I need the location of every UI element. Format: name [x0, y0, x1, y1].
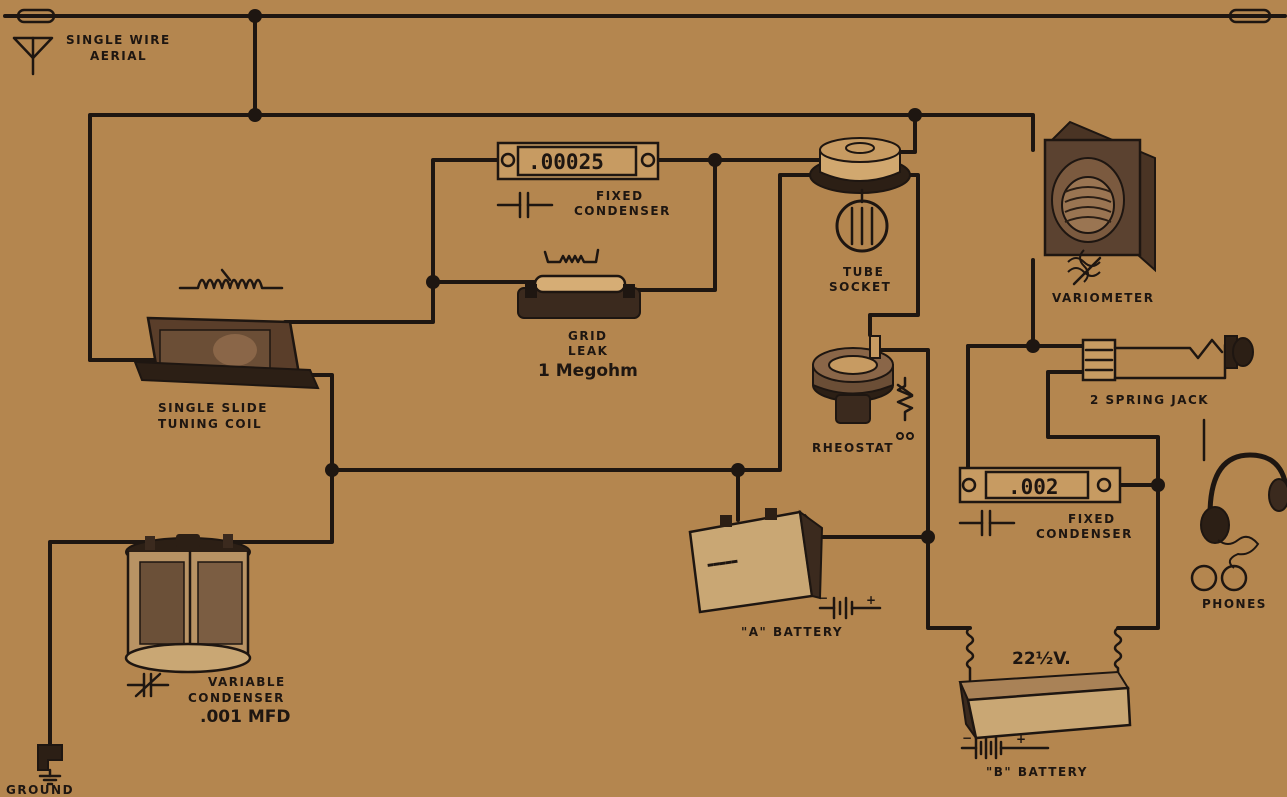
rheostat-label: RHEOSTAT — [812, 441, 894, 455]
phones-label: PHONES — [1202, 597, 1267, 611]
rheostat-symbol-icon — [896, 376, 914, 440]
tuning-coil-label-line2: TUNING COIL — [158, 417, 262, 431]
headphones-icon — [1190, 418, 1287, 592]
grid-leak-label-line2: LEAK — [568, 344, 608, 358]
fixed-condenser-2-value: .002 — [1008, 475, 1059, 499]
variable-condenser-label-line2: CONDENSER — [188, 691, 285, 705]
variable-condenser-wire — [230, 468, 334, 544]
svg-text:+: + — [866, 593, 878, 607]
capacitor-symbol-icon — [958, 509, 1016, 537]
antenna-icon — [12, 36, 54, 76]
grid-leak-label-line1: GRID — [568, 329, 608, 343]
capacitor-symbol-icon — [496, 191, 554, 219]
coiled-lead-icon — [965, 626, 975, 682]
svg-text:+: + — [1016, 732, 1028, 746]
tube-socket-label-line2: SOCKET — [829, 280, 891, 294]
insulator-left-icon — [16, 8, 56, 24]
variable-capacitor-symbol-icon — [126, 672, 170, 698]
tube-socket-label-line1: TUBE — [843, 265, 884, 279]
two-spring-jack: 2 SPRING JACK — [1081, 335, 1254, 407]
aerial-label-line2: AERIAL — [90, 49, 147, 63]
svg-text:−: − — [818, 591, 830, 605]
svg-text:−: − — [962, 731, 974, 745]
grid-leak: GRID LEAK 1 Megohm — [517, 248, 641, 381]
aerial: SINGLE WIRE AERIAL — [12, 8, 1272, 76]
battery-symbol-icon: − + — [818, 591, 882, 620]
single-slide-tuning-coil: SINGLE SLIDE TUNING COIL — [133, 268, 320, 431]
junction-dots — [248, 9, 1165, 544]
a-battery-label: "A" BATTERY — [741, 625, 843, 639]
ground-symbol-icon — [38, 768, 62, 786]
filament-to-rheostat-wire — [868, 173, 920, 337]
variable-condenser: VARIABLE CONDENSER .001 MFD — [124, 534, 291, 727]
fixed-condenser-label-line2: CONDENSER — [574, 204, 671, 218]
b-battery: 22½V. − + "B" BATTERY — [958, 626, 1132, 779]
tuning-coil-label-line1: SINGLE SLIDE — [158, 401, 268, 415]
variometer: VARIOMETER — [1043, 120, 1156, 305]
aerial-label-line1: SINGLE WIRE — [66, 33, 171, 47]
variometer-label: VARIOMETER — [1052, 291, 1154, 305]
junction-dot — [426, 275, 440, 289]
b-battery-label: "B" BATTERY — [986, 765, 1088, 779]
tube-icon — [835, 188, 889, 253]
junction-dot — [1151, 478, 1165, 492]
grid-leak-right-wire — [633, 158, 717, 292]
junction-dot — [921, 530, 935, 544]
spring-jack-label: 2 SPRING JACK — [1090, 393, 1209, 407]
fixed-condenser-2-label-line1: FIXED — [1068, 512, 1116, 526]
tube-socket: TUBE SOCKET — [809, 137, 911, 294]
coil-bottom-wire — [298, 373, 334, 472]
battery-print: ▬▬▬▬▬ — [707, 556, 738, 571]
insulator-right-icon — [1228, 8, 1272, 24]
variable-condenser-label-line1: VARIABLE — [208, 675, 286, 689]
junction-dot — [908, 108, 922, 122]
variometer-symbol-icon — [1067, 249, 1102, 286]
junction-dot — [731, 463, 745, 477]
junction-dot — [248, 9, 262, 23]
junction-dot — [708, 153, 722, 167]
junction-dot — [1026, 339, 1040, 353]
plate-wire — [898, 113, 917, 154]
common-bus-wire — [330, 173, 812, 472]
grid-leak-value: 1 Megohm — [538, 361, 638, 381]
coiled-lead-icon — [1113, 626, 1123, 682]
rheostat-to-battery-wire — [878, 348, 972, 630]
jack-spring-wire — [1046, 370, 1160, 630]
resistor-symbol-icon — [543, 248, 600, 264]
junction-dot — [248, 108, 262, 122]
ground-label: GROUND — [6, 783, 74, 797]
fixed-condenser-2-label-line2: CONDENSER — [1036, 527, 1133, 541]
fixed-condenser-label-line1: FIXED — [596, 189, 644, 203]
ground-wire — [48, 540, 147, 747]
coil-slider-to-grid-wire — [283, 280, 435, 324]
top-bus-wire — [88, 113, 1035, 362]
rheostat: RHEOSTAT — [812, 335, 914, 455]
b-battery-value: 22½V. — [1012, 649, 1071, 669]
ground: GROUND — [6, 744, 74, 797]
fixed-condenser-002: .002 FIXED CONDENSER — [958, 466, 1133, 541]
phones: PHONES — [1190, 418, 1287, 611]
inductor-symbol-icon — [178, 278, 284, 290]
variable-condenser-value: .001 MFD — [200, 707, 291, 727]
a-battery: ▬▬▬▬▬ − + "A" BATTERY — [688, 508, 882, 639]
fixed-condenser-00025: .00025 FIXED CONDENSER — [496, 141, 671, 219]
grid-condenser-left-wire — [431, 158, 542, 284]
battery-symbol-icon: − + — [960, 731, 1050, 760]
fixed-condenser-value: .00025 — [528, 150, 604, 174]
junction-dot — [325, 463, 339, 477]
